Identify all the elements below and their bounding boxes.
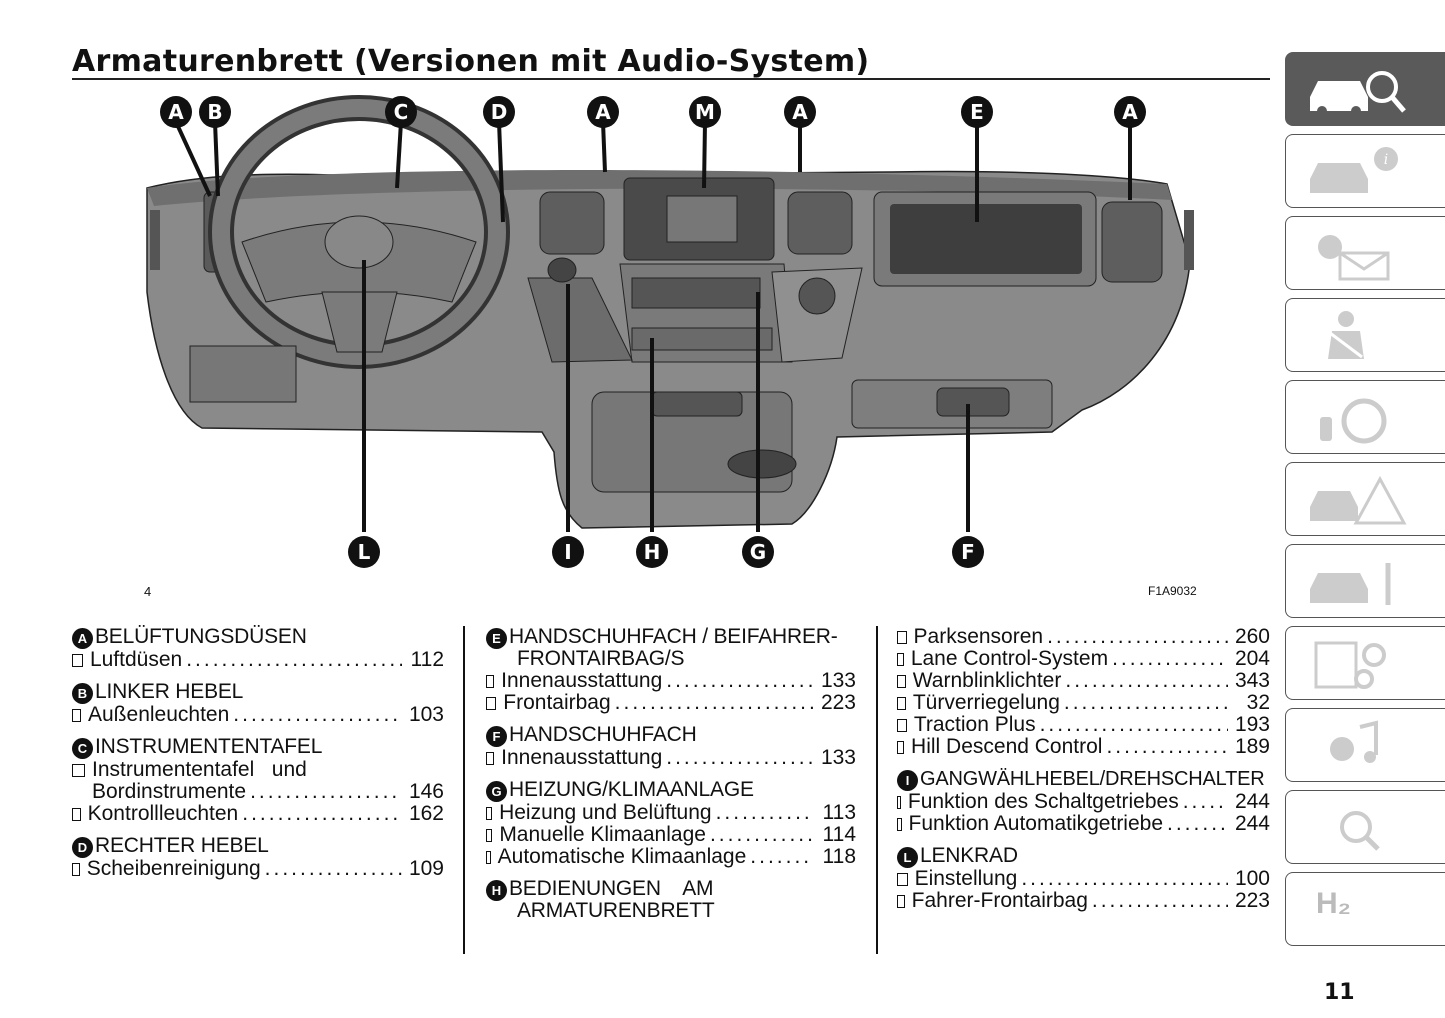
callout-h: H — [636, 536, 668, 568]
tab-safety[interactable] — [1285, 298, 1445, 372]
callout-f: F — [952, 536, 984, 568]
svg-text:D: D — [491, 100, 508, 124]
index-entry[interactable]: Fahrer-Frontairbag......................… — [897, 890, 1270, 912]
callout-g: G — [742, 536, 774, 568]
hydrogen-label: H₂ — [1316, 887, 1351, 920]
page-number: 11 — [1324, 980, 1355, 1005]
car-wrench-icon — [1310, 563, 1391, 605]
callout-a-4: A — [1114, 96, 1146, 128]
index-entry[interactable]: Parksensoren............................… — [897, 626, 1270, 648]
svg-text:B: B — [207, 100, 222, 124]
tab-technical-data[interactable] — [1285, 626, 1445, 700]
car-warning-icon — [1310, 475, 1407, 525]
index-entry[interactable]: Außenleuchten...........................… — [72, 704, 444, 726]
list-gear-icon — [1314, 641, 1386, 689]
svg-text:i: i — [1384, 152, 1388, 168]
callout-d: D — [483, 96, 515, 128]
tab-dashboard-overview[interactable] — [1285, 52, 1445, 126]
dashboard-illustration: A B C D A M A E A L I H G F — [146, 95, 1194, 568]
figure-number: 4 — [144, 584, 152, 599]
svg-text:E: E — [970, 100, 984, 124]
index-entry[interactable]: Funktion des Schaltgetriebes............… — [897, 791, 1270, 813]
tab-maintenance[interactable] — [1285, 544, 1445, 618]
index-entry[interactable]: Scheibenreinigung.......................… — [72, 858, 444, 880]
callout-m: M — [689, 96, 721, 128]
index-entry[interactable]: Kontrollleuchten........................… — [72, 803, 444, 825]
tab-hydrogen[interactable]: H₂ — [1285, 872, 1445, 946]
callout-c: C — [385, 96, 417, 128]
title-rule — [72, 78, 1270, 80]
svg-text:L: L — [358, 540, 371, 564]
callout-a-3: A — [784, 96, 816, 128]
callout-l: L — [348, 536, 380, 568]
signal-music-icon — [1330, 720, 1378, 763]
index-entry[interactable]: Traction Plus...........................… — [897, 714, 1270, 736]
index-entry[interactable]: Bordinstrumente.........................… — [92, 780, 444, 803]
index-entry[interactable]: Einstellung.............................… — [897, 868, 1270, 890]
svg-text:A: A — [792, 100, 808, 124]
index-entry[interactable]: Hill Descend Control....................… — [897, 736, 1270, 758]
svg-text:A: A — [595, 100, 611, 124]
svg-text:G: G — [750, 540, 766, 564]
page-title: Armaturenbrett (Versionen mit Audio-Syst… — [72, 44, 870, 79]
index-entry[interactable]: Innenausstattung........................… — [486, 670, 856, 692]
svg-text:A: A — [1122, 100, 1138, 124]
svg-text:A: A — [168, 100, 184, 124]
index-entry[interactable]: Heizung und Belüftung...................… — [486, 802, 856, 824]
index-entry[interactable]: Frontairbag.............................… — [486, 692, 856, 714]
index-column-3: Parksensoren............................… — [897, 626, 1270, 912]
index-entry[interactable]: Lane Control-System.....................… — [897, 648, 1270, 670]
key-steering-icon — [1320, 398, 1387, 444]
svg-text:M: M — [695, 100, 715, 124]
callout-a-2: A — [587, 96, 619, 128]
callout-a-1: A — [160, 96, 192, 128]
svg-text:I: I — [564, 540, 571, 564]
tab-starting-driving[interactable] — [1285, 380, 1445, 454]
index-entry[interactable]: Innenausstattung........................… — [486, 747, 856, 769]
svg-text:H: H — [644, 540, 661, 564]
callout-b: B — [199, 96, 231, 128]
svg-text:F: F — [961, 540, 975, 564]
tab-multimedia[interactable] — [1285, 708, 1445, 782]
index-entry[interactable]: Manuelle Klimaanlage....................… — [486, 824, 856, 846]
car-info-icon: i — [1310, 147, 1398, 193]
figure-code: F1A9032 — [1148, 584, 1197, 598]
callout-i: I — [552, 536, 584, 568]
index-entry[interactable]: Funktion Automatikgetriebe..............… — [897, 813, 1270, 835]
column-divider — [876, 626, 878, 954]
seatbelt-icon — [1328, 311, 1364, 359]
tab-vehicle-info[interactable]: i — [1285, 134, 1445, 208]
svg-text:C: C — [394, 100, 409, 124]
index-entry-label-line: Instrumententafel und — [72, 759, 444, 781]
callout-e: E — [961, 96, 993, 128]
light-envelope-icon — [1318, 235, 1390, 281]
car-magnifier-icon — [1310, 71, 1406, 116]
index-entry[interactable]: Automatische Klimaanlage................… — [486, 846, 856, 868]
tab-lights-messages[interactable] — [1285, 216, 1445, 290]
alphabet-magnifier-icon — [1340, 811, 1380, 851]
column-divider — [463, 626, 465, 954]
tab-emergency[interactable] — [1285, 462, 1445, 536]
index-entry[interactable]: Warnblinklichter........................… — [897, 670, 1270, 692]
index-entry[interactable]: Luftdüsen..............................1… — [72, 649, 444, 671]
tab-index[interactable] — [1285, 790, 1445, 864]
index-entry[interactable]: Türverriegelung.........................… — [897, 692, 1270, 714]
